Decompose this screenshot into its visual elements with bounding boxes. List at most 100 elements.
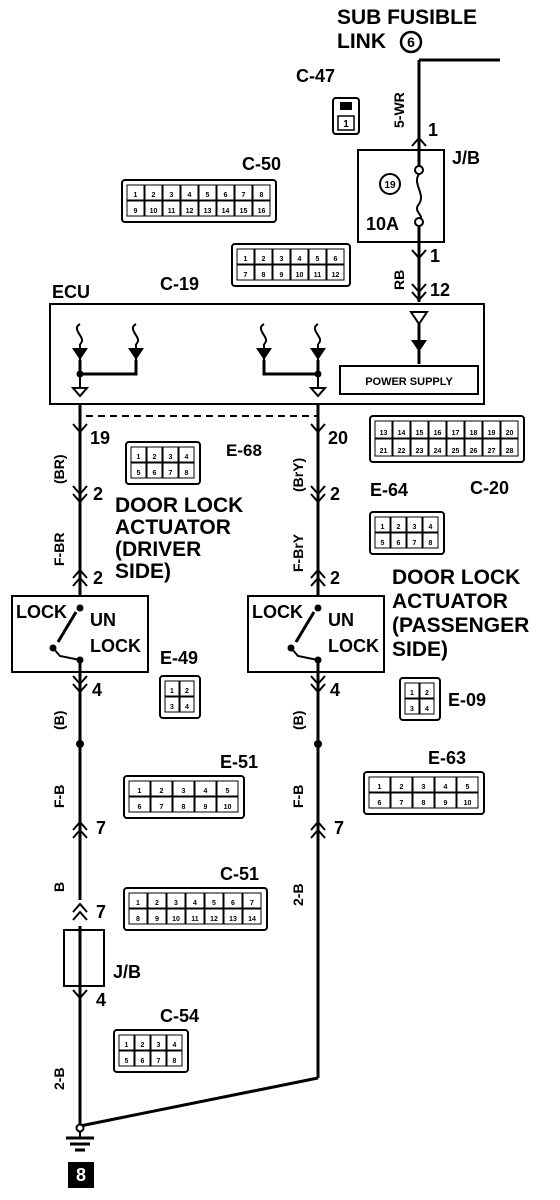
right-pin-4: 4	[330, 680, 340, 700]
left-actuator-desc-1: DOOR LOCK	[115, 494, 243, 517]
c47-id: C-47	[296, 66, 335, 86]
c20-cell	[482, 438, 501, 457]
c20-cell	[410, 420, 429, 439]
c50-cell-label: 11	[168, 208, 176, 215]
e51-cell	[150, 796, 173, 813]
e64-cell-label: 2	[397, 524, 401, 531]
wire-label-b-left: (B)	[51, 711, 67, 730]
fuse-rating: 10A	[366, 214, 399, 234]
c19-cell	[308, 264, 327, 281]
c20-cell-label: 20	[506, 430, 514, 437]
left-pin-2a: 2	[93, 484, 103, 504]
c50-cell	[252, 200, 271, 217]
c50-cell	[234, 200, 253, 217]
e64-cell	[422, 532, 439, 549]
e68-id: E-68	[226, 441, 262, 460]
wire-label-fbry: F-BrY	[290, 533, 306, 572]
e63-cell-label: 8	[422, 800, 426, 807]
e63-cell	[434, 792, 457, 809]
jb-bottom-box	[63, 929, 105, 987]
wire-label-b-right: (B)	[290, 711, 306, 730]
e51-cell-label: 1	[138, 788, 142, 795]
c51-cell	[128, 892, 148, 909]
jb-top-pin-in: 1	[428, 120, 438, 140]
e64-cell	[390, 532, 407, 549]
e63-cell	[412, 776, 435, 793]
c50-cell	[144, 200, 163, 217]
c50-cell-label: 9	[134, 208, 138, 215]
c54-cell-label: 2	[141, 1042, 145, 1049]
c54-cell-label: 1	[125, 1042, 129, 1049]
e51-cell	[128, 796, 151, 813]
ground-number: 8	[76, 1165, 86, 1185]
e49-cell-label: 1	[170, 688, 174, 695]
c51-cell	[147, 892, 167, 909]
c50-cell-label: 10	[150, 208, 158, 215]
c51-cell-label: 8	[136, 916, 140, 923]
c51-cell-label: 1	[136, 900, 140, 907]
left-pin-7a: 7	[96, 818, 106, 838]
c19-cell	[308, 248, 327, 265]
e63-id: E-63	[428, 748, 466, 768]
c20-cell	[374, 438, 393, 457]
c50-cell-label: 5	[206, 192, 210, 199]
right-splice-dot	[314, 740, 322, 748]
e63-cell-label: 10	[464, 800, 472, 807]
right-actuator-desc-2: ACTUATOR	[392, 590, 508, 613]
e68-cell	[146, 446, 163, 463]
wire-label-b2: B	[51, 882, 67, 892]
e64-cell	[390, 516, 407, 533]
c54-cell	[134, 1050, 151, 1067]
e63-cell	[368, 792, 391, 809]
c50-cell	[162, 184, 181, 201]
c50-cell	[216, 200, 235, 217]
c54-cell-label: 5	[125, 1058, 129, 1065]
c50-cell	[162, 200, 181, 217]
c19-cell	[326, 248, 345, 265]
e09-cell	[419, 682, 435, 699]
e64-cell-label: 1	[381, 524, 385, 531]
ecu-pin12-terminal	[411, 283, 427, 302]
e63-cell-label: 2	[400, 784, 404, 791]
c20-cell	[428, 420, 447, 439]
c20-cell	[410, 438, 429, 457]
c19-cell-label: 5	[316, 256, 320, 263]
right-pin4-terminal	[310, 675, 326, 694]
c20-cell-label: 25	[452, 448, 460, 455]
c20-cell-label: 19	[488, 430, 496, 437]
c19-cell-label: 2	[262, 256, 266, 263]
e51-cell	[216, 796, 239, 813]
c54-cell-label: 8	[173, 1058, 177, 1065]
e68-cell	[130, 446, 147, 463]
left-pin4-terminal	[72, 675, 88, 694]
c19-cell-label: 4	[298, 256, 302, 263]
e51-cell-label: 2	[160, 788, 164, 795]
wire-label-fb-left: F-B	[51, 785, 67, 808]
e51-id: E-51	[220, 752, 258, 772]
left-pin-4: 4	[92, 680, 102, 700]
right-lock-label: LOCK	[252, 602, 303, 622]
c20-cell	[392, 420, 411, 439]
right-pin2a-terminal	[310, 485, 326, 504]
right-pin-2a: 2	[330, 484, 340, 504]
c19-cell	[272, 264, 291, 281]
c50-cell	[126, 200, 145, 217]
c54-cell	[150, 1034, 167, 1051]
e68-cell-label: 2	[153, 454, 157, 461]
e68-cell	[162, 462, 179, 479]
e51-cell-label: 9	[204, 804, 208, 811]
c50-cell	[252, 184, 271, 201]
c51-id: C-51	[220, 864, 259, 884]
e68-cell-label: 3	[169, 454, 173, 461]
c54-cell	[134, 1034, 151, 1051]
c20-cell	[446, 438, 465, 457]
c50-cell-label: 8	[260, 192, 264, 199]
c20-id: C-20	[470, 478, 509, 498]
c50-cell-label: 7	[242, 192, 246, 199]
